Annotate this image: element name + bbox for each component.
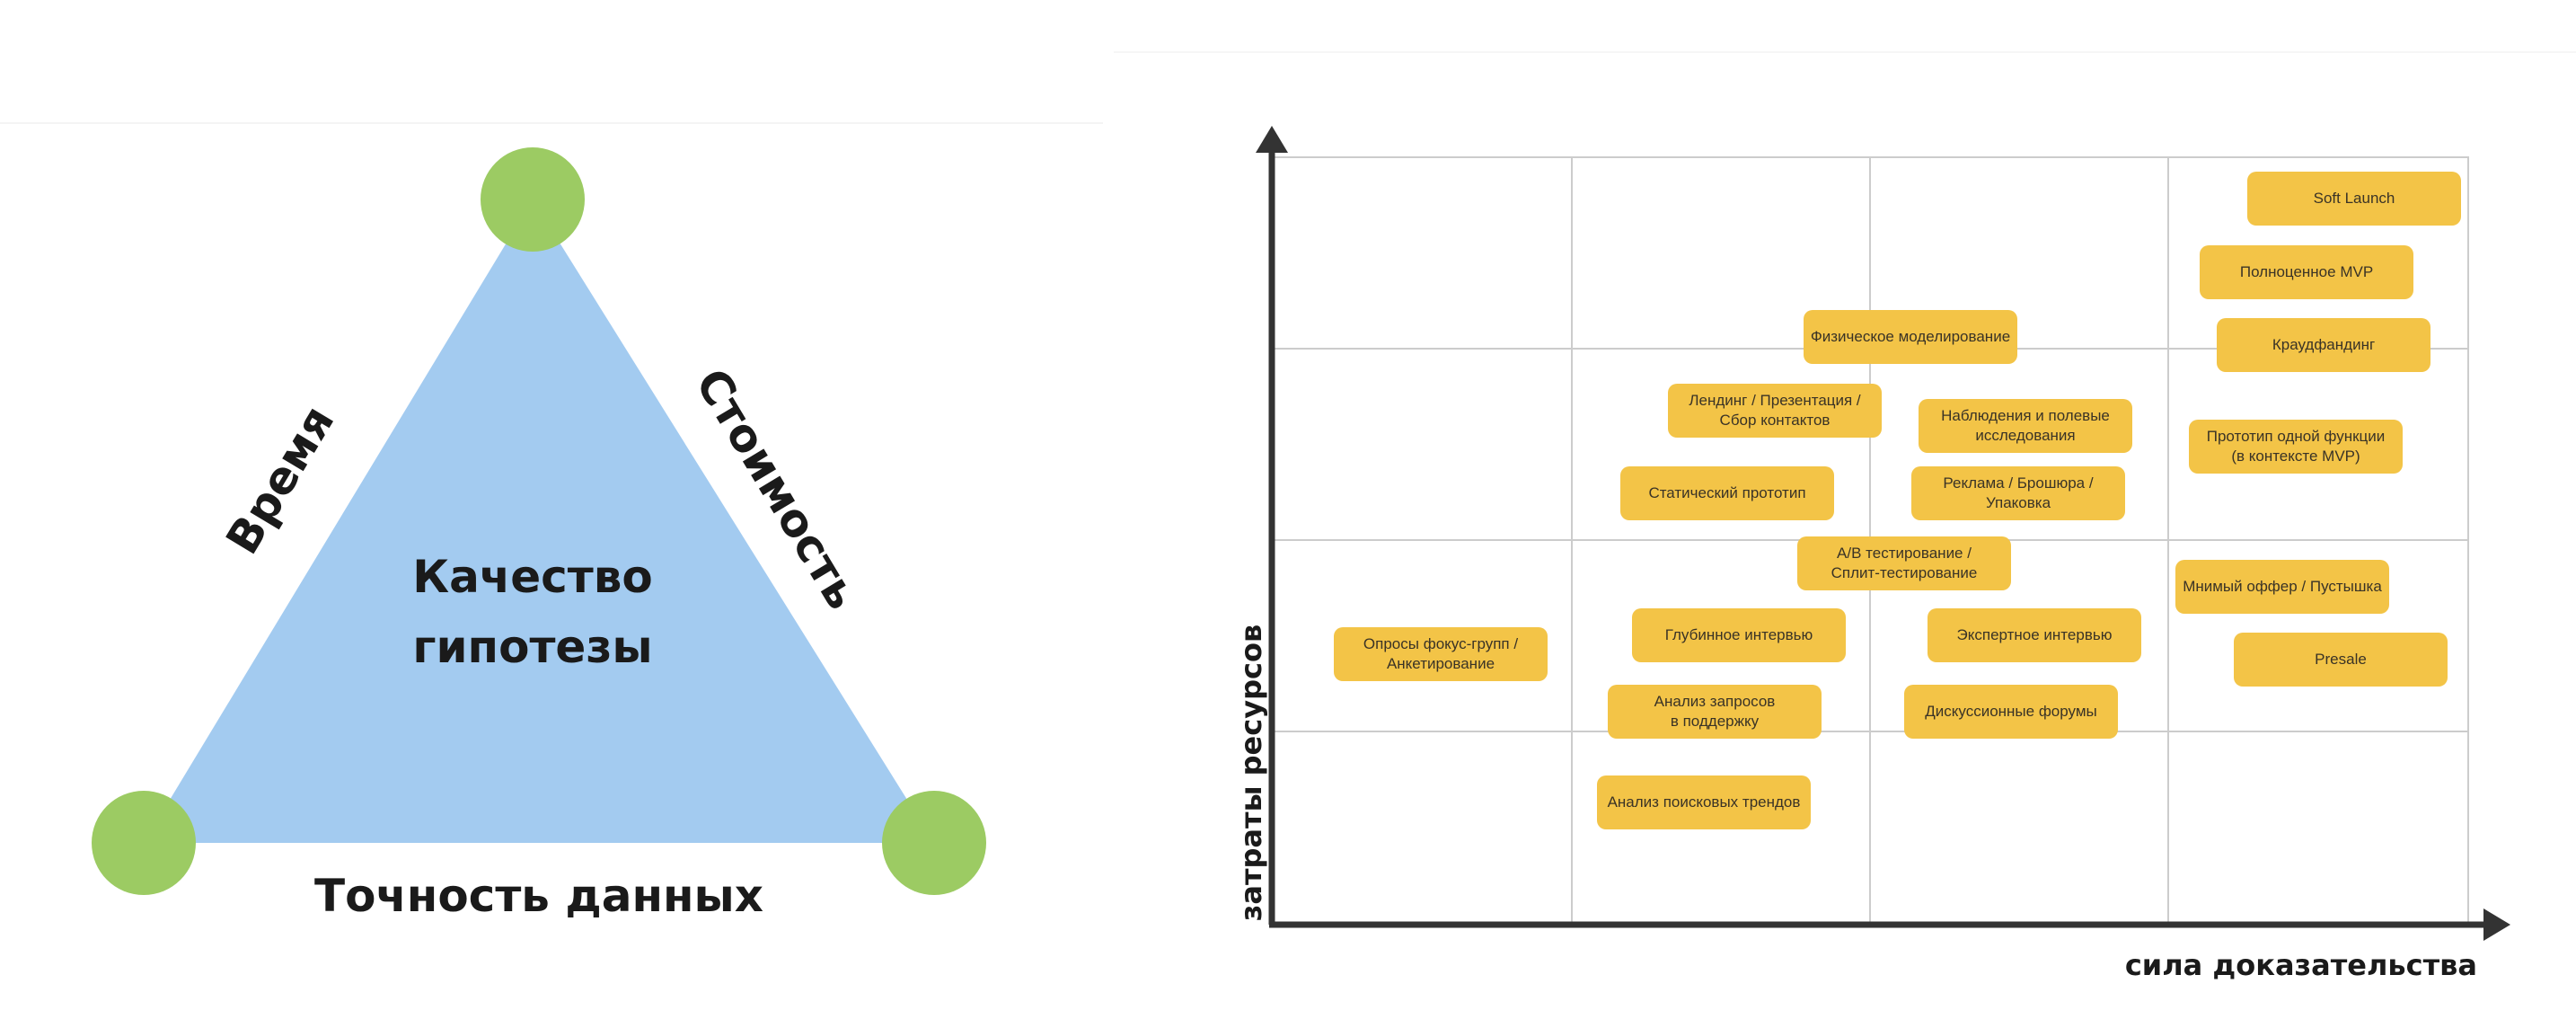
vertex-left-circle: [92, 791, 196, 895]
hypothesis-triangle: [144, 199, 934, 843]
card-search-trends: Анализ поисковых трендов: [1597, 775, 1811, 829]
vertex-right-circle: [882, 791, 986, 895]
card-focus-groups: Опросы фокус-групп / Анкетирование: [1334, 627, 1548, 681]
x-axis-label: сила доказательства: [2124, 948, 2477, 982]
card-full-mvp: Полноценное MVP: [2200, 245, 2413, 299]
x-axis-arrow-icon: [2483, 908, 2510, 941]
card-crowdfunding: Краудфандинг: [2217, 318, 2430, 372]
card-expert-interview: Экспертное интервью: [1928, 608, 2141, 662]
card-soft-launch: Soft Launch: [2247, 172, 2461, 226]
card-presale: Presale: [2234, 633, 2448, 687]
vertex-top-circle: [481, 147, 585, 252]
card-fake-offer: Мнимый оффер / Пустышка: [2175, 560, 2389, 614]
y-axis-arrow-icon: [1256, 126, 1288, 153]
bottom-side-label: Точность данных: [314, 870, 763, 922]
center-label-line1: Качество: [412, 551, 653, 603]
card-static-prototype: Статический прототип: [1620, 466, 1834, 520]
card-in-depth-interview: Глубинное интервью: [1632, 608, 1846, 662]
card-ab-testing: A/B тестирование / Сплит-тестирование: [1797, 536, 2011, 590]
y-axis-label: затраты ресурсов: [1234, 624, 1268, 922]
center-label-line2: гипотезы: [412, 621, 653, 673]
card-observations: Наблюдения и полевые исследования: [1919, 399, 2132, 453]
card-landing: Лендинг / Презентация / Сбор контактов: [1668, 384, 1882, 438]
card-ads: Реклама / Брошюра / Упаковка: [1911, 466, 2125, 520]
card-support-requests: Анализ запросов в поддержку: [1608, 685, 1822, 739]
card-discussion-forums: Дискуссионные форумы: [1904, 685, 2118, 739]
card-physical-modeling: Физическое моделирование: [1804, 310, 2017, 364]
card-single-feature-prototype: Прототип одной функции (в контексте MVP): [2189, 420, 2403, 474]
